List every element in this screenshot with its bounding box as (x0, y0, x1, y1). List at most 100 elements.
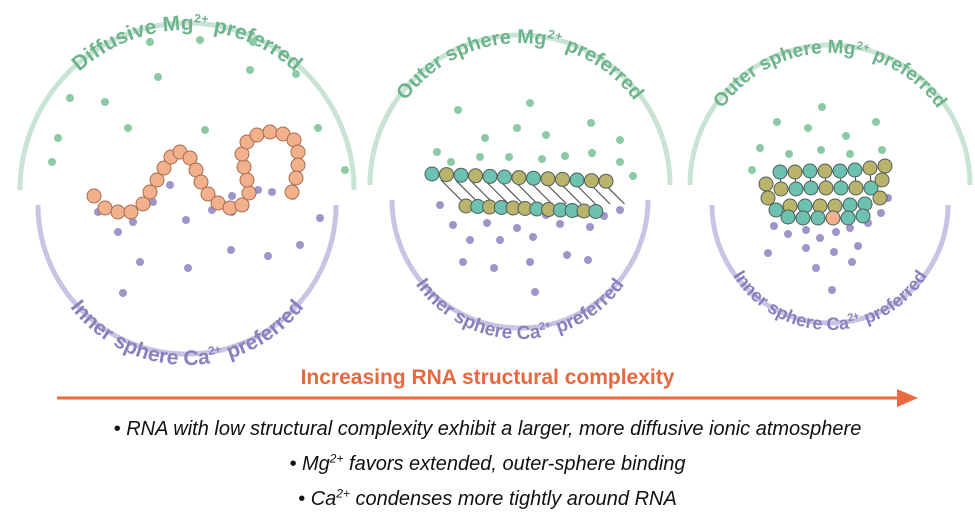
rna-nucleotide (788, 181, 804, 197)
rna-nucleotide (780, 209, 796, 225)
ca-ion (764, 249, 772, 257)
rna-nucleotide (453, 167, 469, 183)
rna-nucleotide (773, 181, 789, 197)
ca-ion (848, 258, 856, 266)
rna-nucleotide (810, 210, 826, 226)
ca-label-3: Inner sphere Ca2+ preferred (729, 267, 930, 335)
mg-ion (538, 155, 546, 163)
rna-strand-extended (86, 124, 306, 220)
ca-ion (114, 228, 122, 236)
ca-ion (802, 244, 810, 252)
rna-nucleotide (795, 210, 811, 226)
ca-ion (316, 214, 324, 222)
rna-nucleotide (768, 202, 784, 218)
rna-nucleotide (569, 172, 585, 188)
ca-ion (830, 248, 838, 256)
rna-nucleotide (156, 160, 172, 176)
mg-ion (842, 132, 850, 140)
rna-nucleotide (874, 172, 890, 188)
ca-ion (529, 233, 537, 241)
rna-nucleotide (526, 170, 541, 186)
rna-nucleotide (848, 180, 864, 196)
ca-ion (149, 198, 157, 206)
ca-arc-3 (709, 204, 951, 326)
ca-ion (816, 234, 824, 242)
mg-ion (341, 166, 349, 174)
mg-ion (433, 148, 441, 156)
rna-nucleotide (555, 171, 570, 187)
rna-nucleotide (825, 210, 841, 226)
rna-nucleotide (142, 184, 158, 200)
mg-arc-2 (367, 32, 673, 186)
ion-cloud-3 (748, 103, 892, 294)
rna-nucleotide (840, 210, 856, 226)
mg-ion (817, 146, 825, 154)
ca-label-1: Inner sphere Ca2+ preferred (66, 296, 308, 371)
mg-ion (454, 106, 462, 114)
rna-nucleotide (540, 171, 556, 187)
ca-label-2: Inner sphere Ca2+ preferred (412, 275, 629, 344)
ca-arc-2 (389, 199, 651, 331)
rna-nucleotide (877, 158, 893, 174)
rna-nucleotide (200, 186, 216, 202)
ca-ion (854, 242, 862, 250)
complexity-arrow (57, 389, 918, 407)
mg-ion (314, 124, 322, 132)
ca-ion (459, 258, 467, 266)
rna-nucleotide (123, 204, 139, 220)
ca-ion (129, 218, 137, 226)
rna-nucleotide (482, 168, 498, 184)
ca-ion (268, 188, 276, 196)
ca-ion (556, 220, 564, 228)
mg-label-3: Outer sphere Mg2+ preferred (709, 37, 950, 112)
rna-compact-duplex (758, 158, 893, 226)
mg-ion (616, 136, 624, 144)
rna-nucleotide (290, 157, 306, 173)
arrow-head (897, 389, 918, 407)
rna-nucleotide (182, 150, 198, 166)
ca-ion (584, 256, 592, 264)
mg-label-1: Diffusive Mg2+ preferred (67, 11, 306, 75)
mg-ion (146, 38, 154, 46)
ca-ion (784, 230, 792, 238)
mg-ion (476, 153, 484, 161)
mg-ion (249, 38, 257, 46)
rna-nucleotide (787, 164, 803, 180)
rna-nucleotide (424, 166, 440, 182)
ca-arc-1 (35, 204, 339, 357)
rna-nucleotide (758, 176, 774, 192)
rna-nucleotide (862, 160, 878, 176)
ca-ion (436, 201, 444, 209)
arrow-label: Increasing RNA structural complexity (300, 366, 675, 389)
ca-ion (531, 288, 539, 296)
mg-label-2: Outer sphere Mg2+ preferred (392, 26, 648, 104)
ca-ion (228, 192, 236, 200)
mg-ion (756, 144, 764, 152)
ca-ion (563, 251, 571, 259)
mg-ion (561, 152, 569, 160)
ca-ion (227, 246, 235, 254)
rna-nucleotide (833, 180, 849, 196)
ca-ion (296, 241, 304, 249)
mg-ion (526, 99, 534, 107)
summary-bullets: • RNA with low structural complexity exh… (0, 412, 975, 517)
ca-ion (513, 224, 521, 232)
mg-ion (292, 70, 300, 78)
mg-ion (629, 172, 637, 180)
ca-ion (877, 209, 885, 217)
panel-1-diffusive: Diffusive Mg2+ preferred Inner sphere Ca… (17, 11, 357, 371)
rna-nucleotide (872, 190, 888, 206)
mg-ion (773, 118, 781, 126)
mg-ion (481, 134, 489, 142)
base-pair-bond (484, 179, 509, 205)
ca-ion (466, 236, 474, 244)
mg-ion (54, 134, 62, 142)
rna-nucleotide (262, 124, 278, 140)
rna-nucleotide (818, 180, 834, 196)
rna-nucleotide (236, 159, 252, 175)
mg-ion (101, 98, 109, 106)
bullet-1: • RNA with low structural complexity exh… (113, 418, 862, 440)
rna-nucleotide (249, 127, 265, 143)
rna-nucleotide (584, 173, 599, 189)
rna-nucleotide (802, 163, 818, 179)
